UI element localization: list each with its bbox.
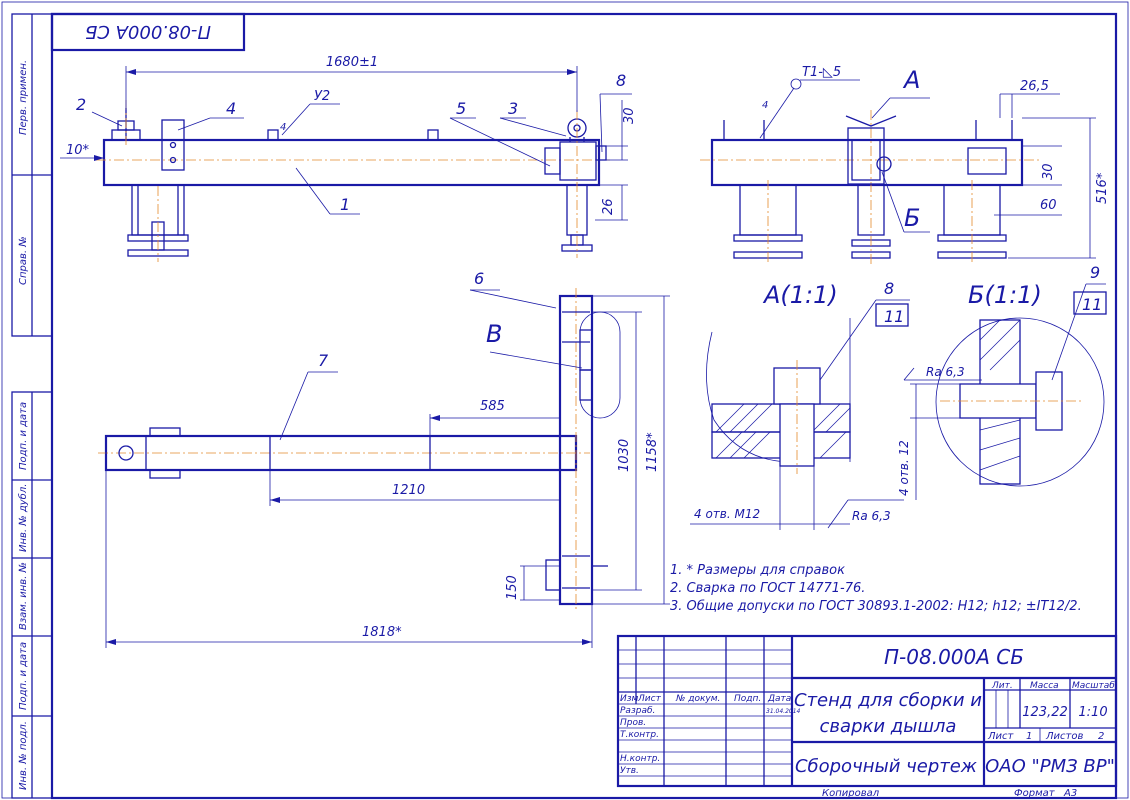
hdr-sheets: Листов [1045, 731, 1083, 742]
title-line-2: сварки дышла [820, 716, 957, 737]
pos-6: 6 [474, 269, 484, 288]
role-prov: Пров. [620, 718, 646, 728]
rev-hdr-list: Лист [637, 694, 662, 704]
stamp-perv-primen: Перв. примен. [18, 60, 29, 135]
title-block: Изм Лист № докум. Подп. Дата Разраб. Про… [616, 634, 1118, 799]
rev-hdr-podp: Подп. [734, 694, 761, 704]
stamp-podp-data-2: Подп. и дата [18, 642, 29, 710]
front-view [96, 100, 612, 262]
format-value: А3 [1063, 788, 1077, 799]
mass-value: 123,22 [1022, 705, 1068, 720]
stamp-vzam-inv: Взам. инв. № [18, 562, 29, 630]
pos-11-b: 11 [1082, 295, 1102, 314]
front-leaders: 2 4 У2 4 1 5 3 8 [76, 71, 632, 215]
pos-8: 8 [616, 71, 626, 90]
front-dimensions: 1680±1 10* 30 26 [60, 55, 637, 221]
angle-u2: У2 [314, 89, 330, 104]
dim-30-front: 30 [622, 107, 637, 124]
role-utv: Утв. [620, 766, 639, 776]
section-b-label: Б(1:1) [968, 281, 1042, 309]
hdr-sheet: Лист [987, 731, 1015, 742]
rev-hdr-izm: Изм [620, 694, 639, 704]
ra-b: Ra 6,3 [926, 365, 965, 379]
view-a-label: А [902, 66, 920, 94]
dim-516: 516* [1095, 172, 1110, 204]
section-a-label: А(1:1) [762, 281, 838, 309]
inverted-code-text: П-08.000А СБ [85, 21, 211, 42]
side-stamp-strip: Перв. примен. Справ. № Подп. и дата Инв.… [11, 13, 53, 799]
dim-1158: 1158* [645, 432, 660, 472]
front-beam [102, 138, 601, 187]
dim-26: 26 [601, 198, 616, 215]
hdr-scale: Масштаб [1072, 681, 1115, 691]
dim-585: 585 [480, 399, 505, 414]
pos-5: 5 [456, 99, 466, 118]
holes-m12: 4 отв. М12 [694, 507, 760, 521]
leg-4-side: 4 [762, 100, 768, 111]
note-3: 3. Общие допуски по ГОСТ 30893.1-2002: Н… [670, 599, 1082, 614]
note-1: 1. * Размеры для справок [670, 563, 845, 578]
hdr-lit: Лит. [991, 681, 1013, 691]
technical-notes: 1. * Размеры для справок 2. Сварка по ГО… [670, 563, 1082, 614]
pos-8-a: 8 [884, 279, 894, 298]
stamp-inv-dubl: Инв. № дубл. [17, 484, 29, 552]
role-nkontr: Н.контр. [620, 754, 660, 764]
dim-1818: 1818* [362, 625, 402, 640]
sheets-value: 2 [1098, 731, 1104, 742]
dim-30-side: 30 [1041, 163, 1056, 180]
stamp-podp-data-1: Подп. и дата [18, 402, 29, 470]
sheet-value: 1 [1026, 731, 1032, 742]
scale-value: 1:10 [1078, 705, 1107, 720]
dim-1030: 1030 [617, 439, 632, 472]
holes-12: 4 отв. 12 [897, 440, 911, 496]
title-line-1: Стенд для сборки и [794, 690, 982, 711]
side-dimensions: 26,5 30 60 516* Т1-◺5 4 А Б [759, 65, 1110, 259]
pos-3: 3 [508, 99, 518, 118]
rev-hdr-data: Дата [767, 694, 791, 704]
side-view [700, 110, 1040, 264]
pos-9: 9 [1090, 263, 1100, 282]
stamp-sprav: Справ. № [18, 236, 29, 285]
dim-60: 60 [1040, 198, 1057, 213]
organization: ОАО "РМЗ ВР" [985, 756, 1115, 777]
section-a: А(1:1) 8 11 4 отв. М12 Ra 6,3 [690, 279, 910, 530]
dim-26-5: 26,5 [1020, 79, 1049, 94]
drawing-frame [50, 12, 1118, 800]
pos-7: 7 [318, 351, 329, 370]
note-2: 2. Сварка по ГОСТ 14771-76. [670, 581, 865, 596]
stamp-inv-podl: Инв. № подл. [18, 721, 29, 790]
inverted-code-box: П-08.000А СБ [50, 12, 246, 52]
leg-4-front: 4 [280, 122, 286, 133]
section-b: Б(1:1) 9 11 Ra 6,3 4 отв. 12 [897, 263, 1107, 500]
copied-label: Копировал [822, 788, 880, 799]
pos-2: 2 [76, 95, 86, 114]
plan-dimensions: 6 В 7 585 1210 1030 1158* 150 1818* [105, 269, 670, 648]
pos-1: 1 [340, 195, 350, 214]
role-razrab: Разраб. [620, 706, 655, 716]
pos-11-a: 11 [884, 307, 904, 326]
doc-type: Сборочный чертеж [795, 756, 978, 777]
hdr-mass: Масса [1030, 681, 1059, 691]
doc-code: П-08.000А СБ [884, 645, 1024, 669]
ra-a: Ra 6,3 [852, 509, 891, 523]
dim-150: 150 [505, 575, 520, 600]
format-label: Формат [1014, 788, 1056, 799]
pos-4: 4 [226, 99, 236, 118]
dim-1680: 1680±1 [326, 55, 378, 70]
weld-symbol: Т1-◺5 [802, 65, 841, 80]
view-b-label: Б [904, 204, 920, 232]
dim-1210: 1210 [392, 483, 425, 498]
rev-hdr-doc: № докум. [675, 694, 720, 704]
view-v-label: В [486, 320, 502, 348]
role-tkontr: Т.контр. [620, 730, 659, 740]
dim-10: 10* [66, 143, 90, 158]
plan-view [98, 288, 621, 612]
developer-date: 31.04.2014 [766, 708, 801, 715]
